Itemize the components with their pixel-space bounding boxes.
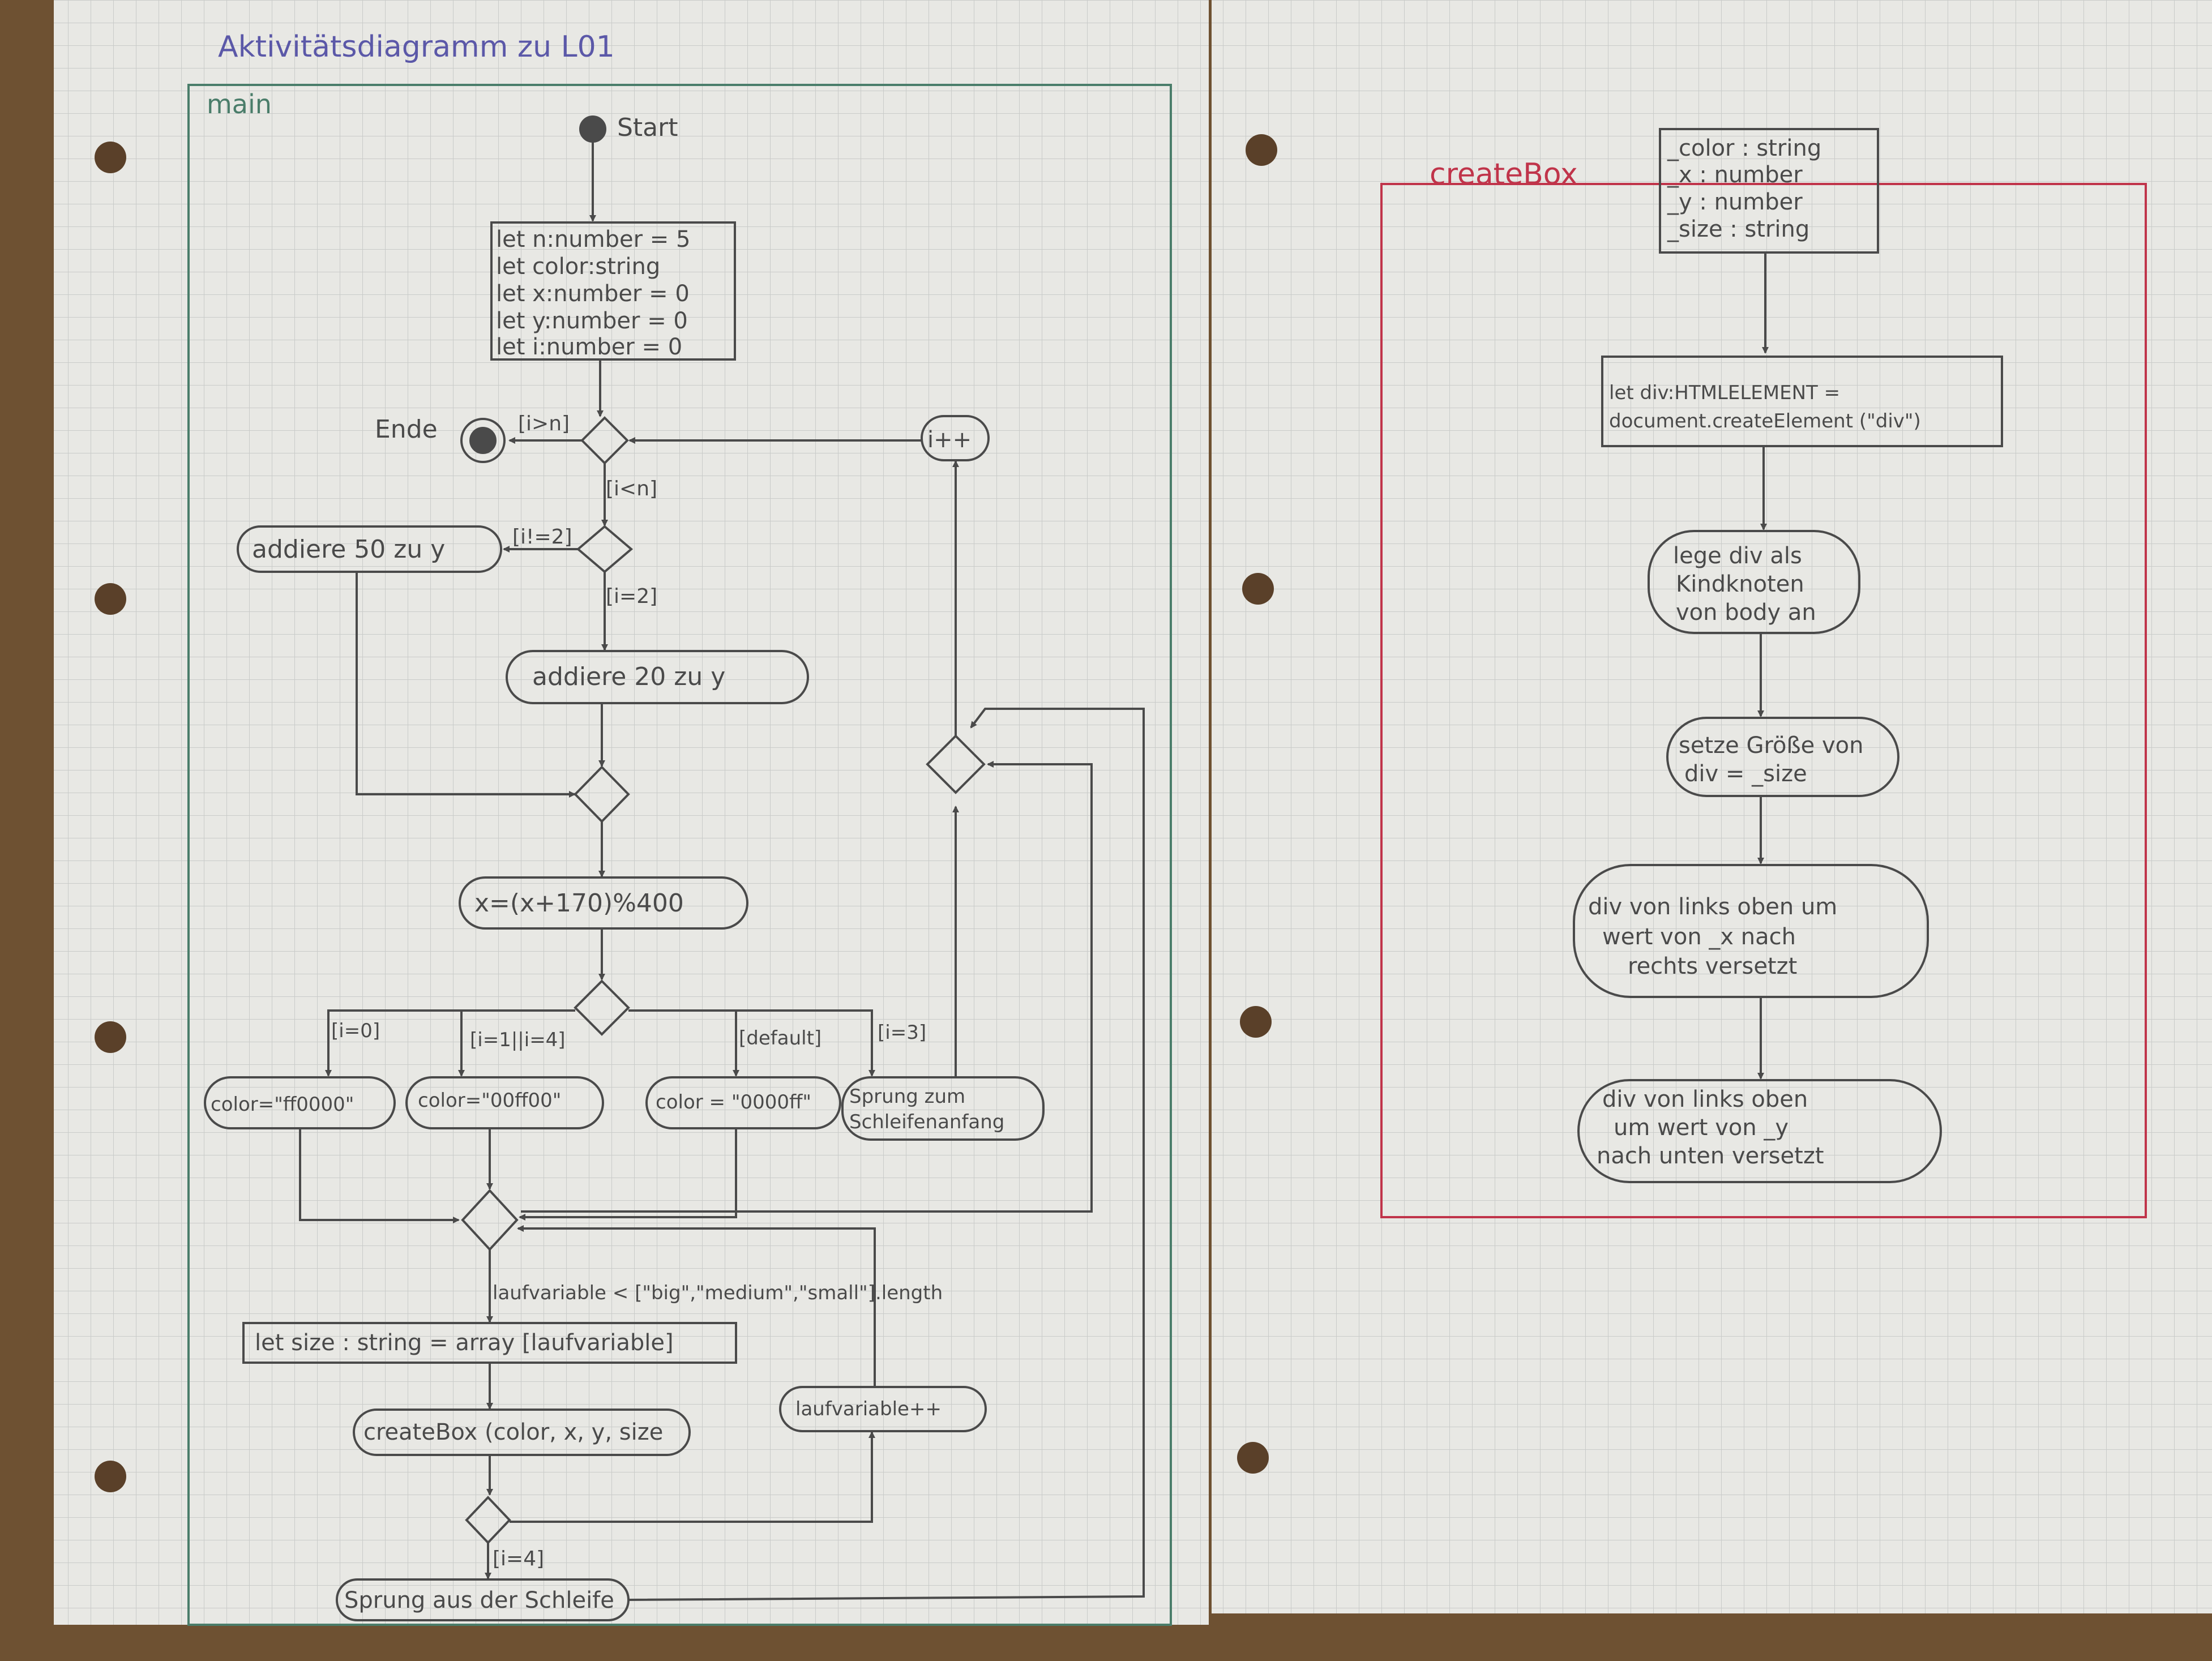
action-add50 — [237, 525, 502, 573]
param-line: _color : string — [1667, 135, 1821, 161]
color-blue-label: color = "0000ff" — [656, 1091, 811, 1114]
setsize-line: div = _size — [1684, 761, 1807, 787]
init-line: let color:string — [496, 254, 660, 280]
action-append — [1648, 530, 1860, 634]
jump-out-label: Sprung aus der Schleife — [344, 1587, 614, 1613]
decl-line: let div:HTMLELEMENT = — [1609, 382, 1840, 404]
action-xcalc — [459, 876, 748, 930]
flow-arrow — [521, 761, 1093, 1213]
end-node-ring — [460, 418, 506, 463]
punch-hole — [1237, 1442, 1269, 1474]
action-color-green — [405, 1076, 604, 1129]
punch-hole — [1242, 573, 1274, 605]
xcalc-label: x=(x+170)%400 — [474, 889, 684, 918]
page-title: Aktivitätsdiagramm zu L01 — [218, 30, 615, 64]
end-node — [469, 427, 497, 454]
action-move-y — [1577, 1079, 1942, 1183]
guard-label: [i=3] — [878, 1021, 926, 1044]
main-frame — [187, 84, 1172, 1626]
guard-label: [i=4] — [493, 1547, 544, 1570]
init-line: let x:number = 0 — [496, 281, 690, 307]
createbox-call-label: createBox (color, x, y, size — [363, 1419, 663, 1445]
left-sheet — [54, 0, 1209, 1625]
param-line: _size : string — [1667, 216, 1809, 242]
param-line: _x : number — [1667, 162, 1803, 188]
jump-start-label: Sprung zum — [849, 1085, 965, 1108]
punch-hole — [1240, 1006, 1272, 1038]
move-x-line: div von links oben um — [1588, 894, 1837, 920]
decision-switch — [574, 979, 630, 1036]
jump-start-label: Schleifenanfang — [849, 1111, 1004, 1133]
size-stmt-label: let size : string = array [laufvariable] — [255, 1330, 674, 1356]
decl-line: document.createElement ("div") — [1609, 410, 1921, 433]
guard-label: [i=2] — [606, 585, 657, 608]
decl-box — [1601, 356, 2003, 447]
init-box — [490, 221, 736, 361]
start-node — [579, 115, 606, 143]
action-move-x — [1573, 864, 1929, 998]
action-color-blue — [645, 1076, 841, 1129]
init-line: let y:number = 0 — [496, 308, 688, 334]
punch-hole — [95, 583, 126, 615]
start-label: Start — [617, 113, 678, 142]
flow-arrow — [299, 1128, 460, 1223]
punch-hole — [95, 1021, 126, 1053]
flow-arrow — [517, 1225, 876, 1387]
append-line: von body an — [1676, 600, 1816, 626]
guard-label: [i!=2] — [512, 525, 572, 549]
color-green-label: color="00ff00" — [418, 1089, 561, 1112]
params-box — [1659, 128, 1879, 254]
flow-arrow — [356, 572, 576, 798]
append-line: lege div als — [1673, 543, 1802, 569]
init-line: let n:number = 5 — [496, 226, 690, 252]
param-line: _y : number — [1667, 189, 1803, 215]
createbox-frame — [1380, 183, 2147, 1218]
append-line: Kindknoten — [1676, 571, 1804, 597]
action-inc-i — [921, 415, 990, 461]
add50-label: addiere 50 zu y — [252, 535, 445, 564]
guard-label: [i>n] — [518, 412, 570, 435]
punch-hole — [95, 142, 126, 173]
add20-label: addiere 20 zu y — [532, 662, 725, 691]
createbox-frame-label: createBox — [1430, 157, 1578, 191]
action-jump-start — [841, 1076, 1045, 1141]
merge-node — [926, 734, 986, 794]
init-line: let i:number = 0 — [496, 334, 682, 360]
move-x-line: rechts versetzt — [1628, 953, 1797, 979]
move-y-line: um wert von _y — [1614, 1115, 1789, 1141]
flow-arrow — [325, 1009, 575, 1077]
setsize-line: setze Größe von — [1679, 733, 1864, 759]
action-setsize — [1666, 717, 1899, 797]
flow-arrow — [628, 708, 1145, 1601]
right-sheet — [1212, 0, 2212, 1613]
move-y-line: nach unten versetzt — [1597, 1143, 1824, 1169]
action-laufvar-inc — [779, 1386, 987, 1432]
flow-arrow — [519, 1128, 737, 1221]
punch-hole — [95, 1461, 126, 1492]
punch-hole — [1246, 134, 1277, 166]
loop-guard-label: laufvariable < ["big","medium","small"].… — [493, 1282, 943, 1304]
laufvar-inc-label: laufvariable++ — [795, 1398, 942, 1420]
flow-arrow — [628, 1009, 875, 1077]
action-add20 — [506, 650, 809, 704]
guard-label: [i<n] — [606, 477, 657, 500]
guard-label: [default] — [739, 1027, 822, 1050]
end-label: Ende — [375, 415, 438, 444]
move-y-line: div von links oben — [1602, 1086, 1808, 1112]
action-createbox-call — [353, 1409, 691, 1456]
color-red-label: color="ff0000" — [211, 1093, 354, 1116]
guard-label: [i=0] — [331, 1020, 380, 1042]
inc-i-label: i++ — [927, 427, 972, 453]
main-frame-label: main — [207, 89, 272, 119]
move-x-line: wert von _x nach — [1602, 924, 1796, 950]
guard-label: [i=1||i=4] — [470, 1029, 566, 1051]
flow-arrow — [510, 1431, 875, 1523]
